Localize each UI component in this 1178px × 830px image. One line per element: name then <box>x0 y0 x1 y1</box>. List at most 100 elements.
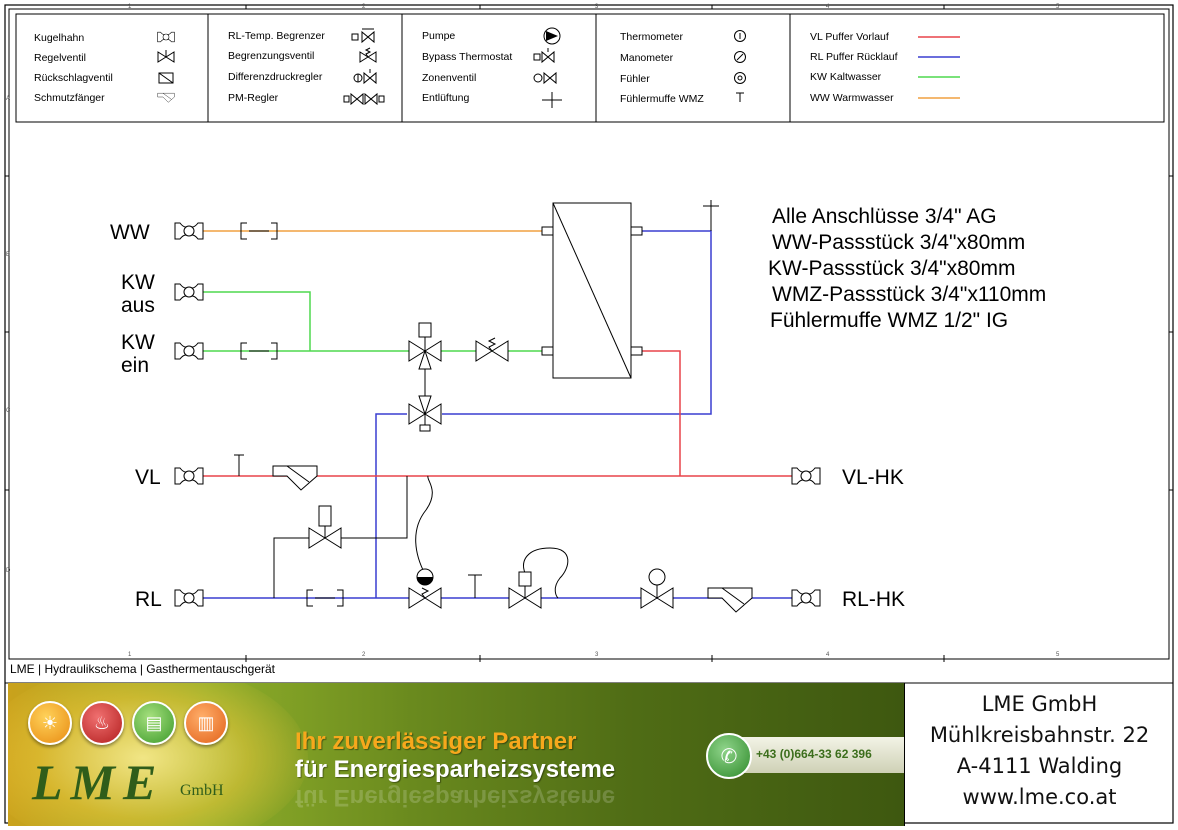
air-vent-icon <box>542 92 562 108</box>
legend-label: Kugelhahn <box>34 32 84 44</box>
company-street: Mühlkreisbahnstr. 22 <box>929 723 1150 747</box>
bypass-valve <box>408 395 442 432</box>
sensor-sleeve-icon <box>736 92 744 102</box>
company-name: LME GmbH <box>981 692 1098 716</box>
vl-bypass-valve <box>308 505 342 549</box>
pm-regulator-icon <box>343 92 385 106</box>
bypass-thermostat-icon <box>533 48 555 64</box>
slogan-reflection: für Energiesparheizsysteme <box>295 784 616 811</box>
check-valve-icon <box>158 72 174 84</box>
radiator-icon: ▤ <box>132 701 176 745</box>
label-vl-hk: VL-HK <box>842 466 904 489</box>
note-line: Alle Anschlüsse 3/4" AG <box>772 205 997 228</box>
label-kw-out: KW <box>121 271 155 294</box>
legend-label: Entlüftung <box>422 92 469 104</box>
differential-pressure-regulator-icon <box>353 69 377 85</box>
ball-valve-kw-out <box>174 283 204 301</box>
limiting-valve <box>475 337 509 362</box>
buffer-supply-pipe <box>640 350 681 476</box>
ruler-label: 4 <box>826 4 830 10</box>
strainer-vl <box>272 465 318 491</box>
ball-valve-ww <box>174 222 204 240</box>
logo: LME <box>32 754 165 810</box>
pump <box>408 568 442 609</box>
manometer-valve <box>640 568 674 609</box>
pump-icon <box>543 27 561 45</box>
legend-label: Thermometer <box>620 31 684 43</box>
legend-label: Begrenzungsventil <box>228 50 314 62</box>
bypass-return-pipe <box>375 413 407 598</box>
pipes <box>203 230 792 599</box>
heater-icon: ▥ <box>184 701 228 745</box>
phone-icon: ✆ <box>706 733 752 779</box>
ruler-label: 3 <box>595 4 599 10</box>
note-line: Fühlermuffe WMZ 1/2" IG <box>770 309 1008 332</box>
ruler-label: 1 <box>128 652 132 658</box>
control-lines <box>234 200 719 599</box>
control-valve-icon <box>157 50 175 63</box>
label-vl: VL <box>135 466 161 489</box>
phone-number: +43 (0)664-33 62 396 <box>756 747 872 761</box>
solar-icon: ☀ <box>28 701 72 745</box>
sensor-icon <box>734 72 746 84</box>
company-website[interactable]: www.lme.co.at <box>962 785 1117 809</box>
note-line: KW-Passstück 3/4"x80mm <box>768 257 1015 280</box>
label-rl-hk: RL-HK <box>842 588 905 611</box>
zone-valve <box>508 571 542 609</box>
tap-icon: ♨ <box>80 701 124 745</box>
ruler-label: B <box>6 252 10 258</box>
footer-title: LME | Hydraulikschema | Gasthermentausch… <box>10 662 276 676</box>
zone-valve-icon <box>533 71 557 85</box>
kw-out-pipe <box>203 291 311 351</box>
ball-valve-rl-hk <box>791 589 821 607</box>
legend-label: Zonenventil <box>422 72 476 84</box>
ruler-top <box>5 5 1173 662</box>
legend-label: KW Kaltwasser <box>810 71 882 83</box>
legend-label: Manometer <box>620 52 674 64</box>
legend-label: PM-Regler <box>228 92 279 104</box>
slogan-line-2: für Energiesparheizsysteme <box>295 756 616 783</box>
ball-valve-vl <box>174 467 204 485</box>
ruler-label: A <box>6 96 10 102</box>
return-temp-limiter-icon <box>351 28 375 44</box>
label-kw-out-sub: aus <box>121 294 155 317</box>
company-city: A-4111 Walding <box>956 754 1123 778</box>
ball-valve-kw-in <box>174 342 204 360</box>
legend-label: Rückschlagventil <box>34 72 113 84</box>
legend-label: Fühlermuffe WMZ <box>620 93 704 105</box>
ruler-label: 2 <box>362 652 366 658</box>
manometer-icon <box>734 51 746 63</box>
label-rl: RL <box>135 588 162 611</box>
ruler-label: 5 <box>1056 652 1060 658</box>
label-kw-in: KW <box>121 331 155 354</box>
limiting-valve-icon <box>359 47 377 63</box>
legend-label: RL-Temp. Begrenzer <box>228 30 325 42</box>
legend-label: WW Warmwasser <box>810 92 894 104</box>
drawing-frame <box>8 8 1170 660</box>
legend-label: Pumpe <box>422 30 455 42</box>
legend-label: Schmutzfänger <box>34 92 105 104</box>
company-banner: ☀ ♨ ▤ ▥ LME GmbH Ihr zuverlässiger Partn… <box>8 683 904 826</box>
ruler-label: 1 <box>128 4 132 10</box>
ruler-label: 4 <box>826 652 830 658</box>
ruler-label: 2 <box>362 4 366 10</box>
ruler-label: 5 <box>1056 4 1060 10</box>
legend-label: Fühler <box>620 73 650 85</box>
note-line: WW-Passstück 3/4"x80mm <box>772 231 1025 254</box>
legend-label: VL Puffer Vorlauf <box>810 31 889 43</box>
label-kw-in-sub: ein <box>121 354 149 377</box>
ball-valve-rl <box>174 589 204 607</box>
slogan-line-1: Ihr zuverlässiger Partner <box>295 728 577 755</box>
heat-exchanger <box>541 202 643 379</box>
note-line: WMZ-Passstück 3/4"x110mm <box>772 283 1046 306</box>
legend-label: Bypass Thermostat <box>422 51 512 63</box>
notes-block: Alle Anschlüsse 3/4" AG WW-Passstück 3/4… <box>768 205 1046 332</box>
kw-mixing-valve <box>408 322 442 370</box>
legend-label: RL Puffer Rücklauf <box>810 51 898 63</box>
legend: Kugelhahn Regelventil Rückschlagventil S… <box>15 13 1165 123</box>
strainer-rl <box>707 587 753 613</box>
thermometer-icon <box>734 30 746 42</box>
logo-suffix: GmbH <box>180 782 224 799</box>
ruler-label: C <box>6 408 11 414</box>
buffer-return-pipe <box>442 230 712 415</box>
